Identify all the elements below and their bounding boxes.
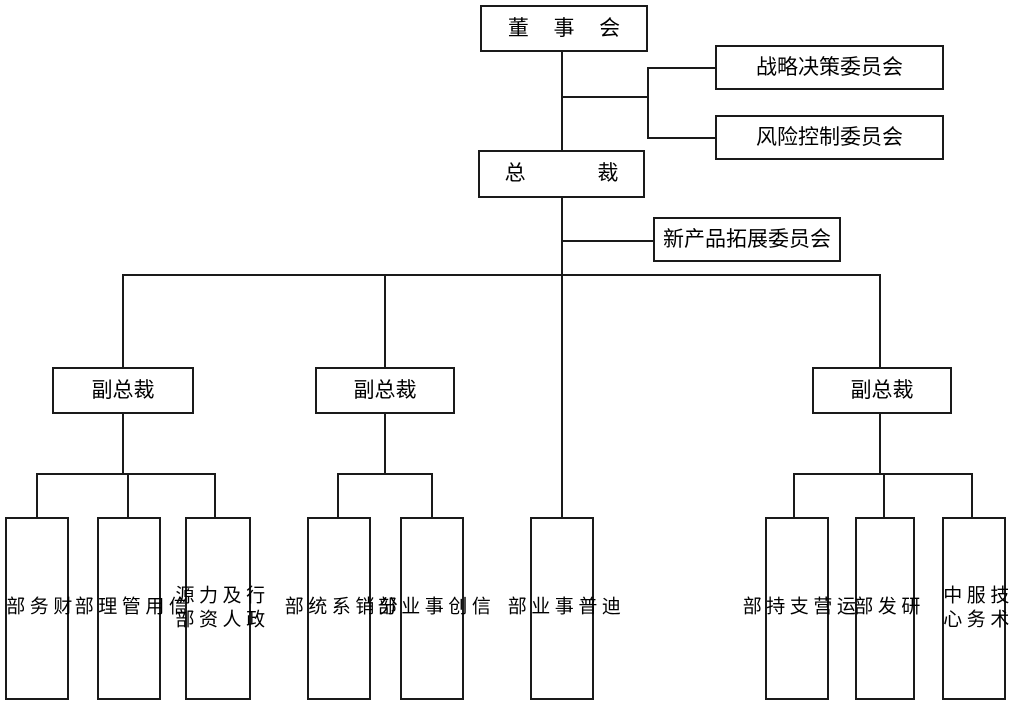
node-dept-credit[interactable]: 信 用 管 理 部 <box>72 517 188 700</box>
connector-dept-distribution-drop <box>337 473 339 517</box>
connector-dept-operations-drop <box>793 473 795 517</box>
node-risk-committee[interactable]: 风险控制委员会 <box>715 115 944 160</box>
connector-vp1-drop <box>122 274 124 367</box>
connector-board-to-committee-bus <box>561 96 649 98</box>
node-newproduct-committee-label: 新产品拓展委员会 <box>663 226 831 251</box>
node-board-label: 董 事 会 <box>507 15 630 40</box>
node-vp-1[interactable]: 副总裁 <box>52 367 194 414</box>
node-dept-xinchuang-label: 信 创 事 业 部 <box>374 596 491 621</box>
node-dept-finance[interactable]: 财 务 部 <box>3 517 72 700</box>
connector-vp1-stem <box>122 414 124 474</box>
node-dept-finance-label: 财 务 部 <box>3 596 73 621</box>
node-vp-2-label: 副总裁 <box>353 377 417 402</box>
node-newproduct-committee[interactable]: 新产品拓展委员会 <box>653 217 841 262</box>
connector-vp2-drop <box>384 274 386 367</box>
node-vp-3[interactable]: 副总裁 <box>812 367 952 414</box>
connector-president-spine <box>561 198 563 517</box>
node-strategy-committee[interactable]: 战略决策委员会 <box>715 45 944 90</box>
connector-dept-hr-drop <box>214 473 216 517</box>
node-vp-3-label: 副总裁 <box>850 377 914 402</box>
connector-board-spine <box>561 52 563 150</box>
node-board[interactable]: 董 事 会 <box>480 5 648 52</box>
node-dept-dptech[interactable]: 迪 普 事 业 部 <box>505 517 621 700</box>
connector-vp3-stem <box>879 414 881 474</box>
node-dept-operations[interactable]: 运 营 支 持 部 <box>740 517 856 700</box>
node-strategy-committee-label: 战略决策委员会 <box>756 54 903 79</box>
node-dept-distribution-label: 分 销 系 统 部 <box>281 596 398 621</box>
node-risk-committee-label: 风险控制委员会 <box>756 124 903 149</box>
node-dept-service-center-label: 技术 服务 中心 <box>940 584 1010 633</box>
node-vp-2[interactable]: 副总裁 <box>315 367 455 414</box>
connector-to-newproduct-committee <box>561 240 654 242</box>
connector-dept-credit-drop <box>127 473 129 517</box>
connector-dept-rd-drop <box>883 473 885 517</box>
connector-vp3-drop <box>879 274 881 367</box>
connector-vp1-child-bus <box>36 473 216 475</box>
connector-vp2-child-bus <box>337 473 433 475</box>
node-dept-rd-label: 研 发 部 <box>851 596 921 621</box>
node-dept-dptech-label: 迪 普 事 业 部 <box>504 596 621 621</box>
node-dept-operations-label: 运 营 支 持 部 <box>739 596 856 621</box>
connector-to-strategy-committee <box>647 67 717 69</box>
node-dept-hr-label: 行政 及人 力资 源部 <box>172 584 266 633</box>
connector-dept-xinchuang-drop <box>431 473 433 517</box>
node-president-label: 总 裁 <box>504 161 628 186</box>
node-dept-distribution[interactable]: 分 销 系 统 部 <box>282 517 398 700</box>
node-dept-xinchuang[interactable]: 信 创 事 业 部 <box>375 517 491 700</box>
node-vp-1-label: 副总裁 <box>91 377 155 402</box>
node-president[interactable]: 总 裁 <box>478 150 645 198</box>
connector-vp2-stem <box>384 414 386 474</box>
node-dept-hr[interactable]: 行政 及人 力资 源部 <box>172 517 265 700</box>
connector-vp-bus <box>123 274 881 276</box>
connector-to-risk-committee <box>647 137 717 139</box>
node-dept-rd[interactable]: 研 发 部 <box>851 517 920 700</box>
connector-committee-bus <box>647 67 649 139</box>
node-dept-credit-label: 信 用 管 理 部 <box>71 596 188 621</box>
connector-dept-finance-drop <box>36 473 38 517</box>
node-dept-service-center[interactable]: 技术 服务 中心 <box>940 517 1009 700</box>
connector-dept-service-drop <box>971 473 973 517</box>
